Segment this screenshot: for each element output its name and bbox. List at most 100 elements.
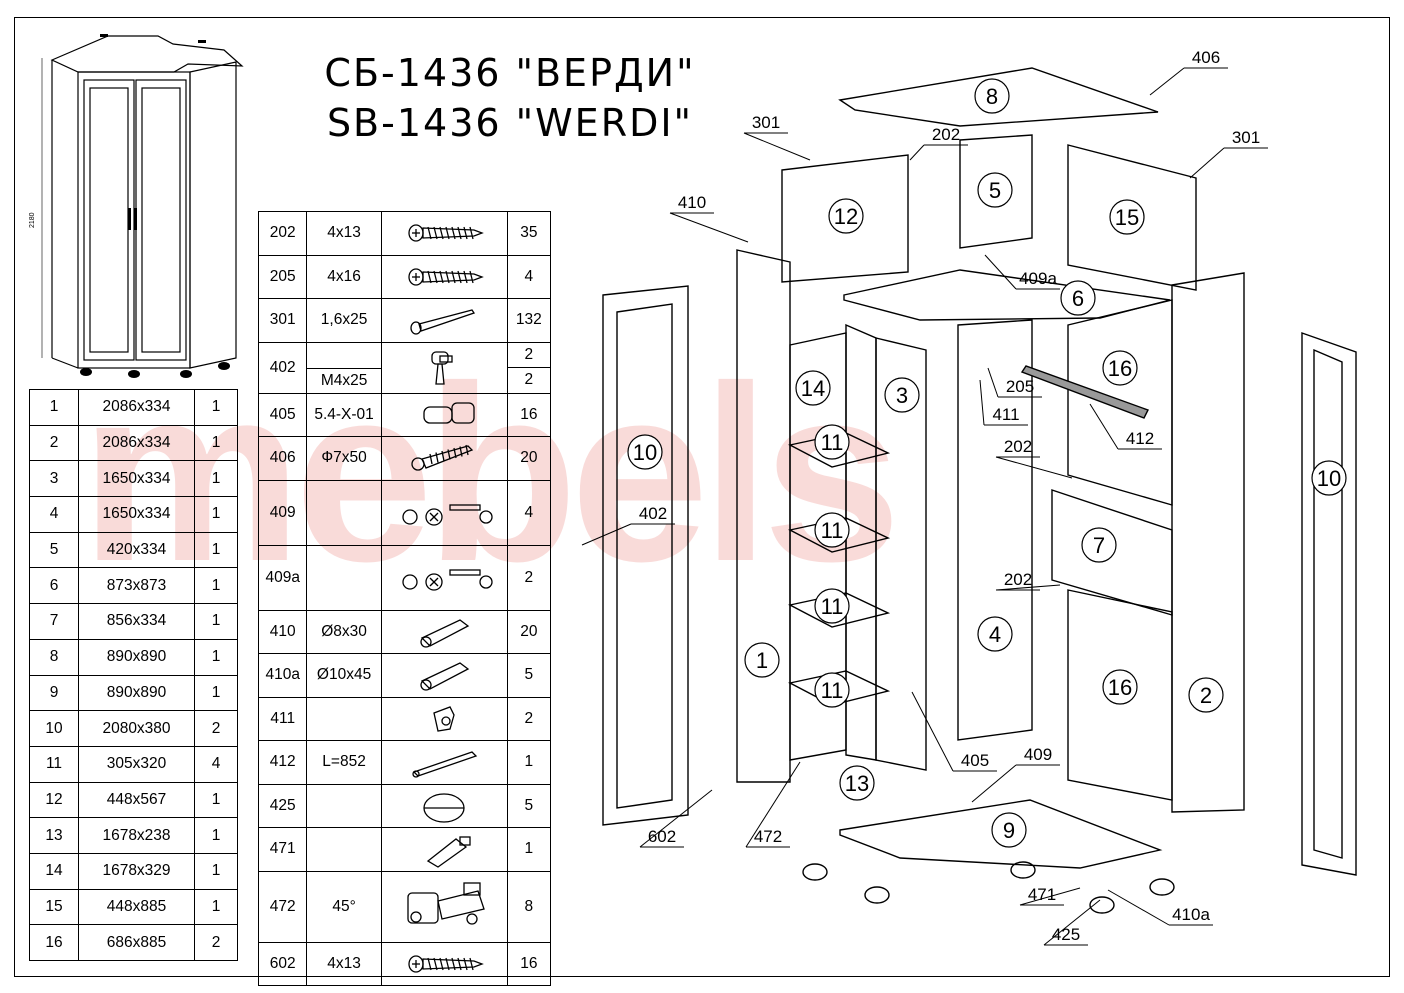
part-size: 2080x380 [78, 710, 195, 747]
screw-icon [408, 268, 485, 286]
hardware-code: 411 [257, 696, 308, 741]
adjustable-foot [1010, 861, 1036, 879]
part-size: 2086x334 [78, 389, 195, 426]
callout-301: 301 [743, 113, 811, 161]
shelf-pin-icon [423, 402, 475, 424]
part-label-text: 11 [821, 430, 844, 455]
hardware-code: 301 [257, 298, 308, 343]
hardware-code: 409 [257, 479, 308, 546]
hardware-quantity: 1 [506, 827, 552, 872]
adjustable-foot [864, 886, 890, 904]
callout-text: 205 [1006, 377, 1034, 396]
part-quantity: 1 [194, 888, 238, 926]
part-label-11: 11 [814, 512, 850, 548]
callout-301: 301 [1189, 128, 1268, 179]
part-size: 1650x334 [78, 460, 195, 498]
part-label-text: 16 [1108, 675, 1132, 700]
hinge-icon [407, 881, 486, 925]
part-label-1: 1 [744, 642, 780, 678]
callout-text: 412 [1126, 429, 1154, 448]
adjustable-foot [1149, 878, 1175, 896]
part-number: 8 [29, 638, 79, 676]
part-label-2: 2 [1188, 677, 1224, 713]
part-quantity: 1 [194, 424, 238, 462]
part-number: 12 [29, 781, 79, 819]
part-number: 1 [29, 389, 79, 426]
dowel-icon [420, 662, 470, 691]
hardware-spec: Ø10x45 [306, 653, 382, 698]
part-label-text: 4 [989, 622, 1001, 647]
callout-412: 412 [1089, 403, 1162, 450]
part-quantity: 1 [194, 852, 238, 890]
callout-text: 409a [1019, 269, 1057, 288]
hardware-picture [380, 870, 508, 943]
part-label-text: 11 [821, 518, 844, 543]
hardware-quantity: 5 [506, 653, 552, 698]
part-number: 7 [29, 603, 79, 640]
hardware-code: 471 [257, 827, 308, 872]
hardware-picture [380, 211, 508, 256]
hardware-picture [380, 696, 508, 741]
part-number: 14 [29, 852, 79, 890]
preview-height-label: 2180 [29, 212, 36, 228]
part-size: 420x334 [78, 531, 195, 569]
callout-text: 301 [752, 113, 780, 132]
part-number: 5 [29, 531, 79, 569]
bottom-panel-9 [839, 799, 1163, 869]
hardware-quantity: 4 [506, 254, 552, 299]
hardware-picture [380, 653, 508, 698]
callout-411: 411 [979, 379, 1028, 426]
part-number: 13 [29, 817, 79, 854]
clothes-rod-412 [1020, 365, 1149, 419]
part-size: 856x334 [78, 603, 195, 640]
part-size: 2086x334 [78, 424, 195, 462]
side-panel-1 [736, 249, 791, 783]
confirmat-icon [411, 445, 474, 471]
hardware-quantity: 132 [506, 298, 552, 343]
callout-text: 471 [1028, 885, 1056, 904]
part-label-13: 13 [839, 765, 875, 801]
hardware-picture [380, 827, 508, 872]
callout-402: 402 [581, 504, 675, 546]
hardware-picture [380, 341, 508, 394]
callout-text: 406 [1192, 48, 1220, 67]
callout-text: 409 [1024, 745, 1052, 764]
hardware-picture [380, 392, 508, 437]
hardware-spec: Ф7x50 [306, 436, 382, 481]
part-quantity: 1 [194, 496, 238, 533]
hardware-spec: L=852 [306, 740, 382, 785]
glue-tube-icon [427, 836, 471, 869]
part-label-text: 10 [1317, 466, 1341, 491]
part-quantity: 2 [194, 710, 238, 747]
hardware-picture [380, 254, 508, 299]
hardware-spec: 5.4-X-01 [306, 392, 382, 437]
part-quantity: 1 [194, 817, 238, 854]
hardware-spec: 4x16 [306, 254, 382, 299]
part-label-text: 3 [896, 383, 908, 408]
part-label-text: 10 [633, 440, 657, 465]
part-number: 11 [29, 745, 79, 783]
door-10-left [602, 285, 689, 826]
cam-lock-icon [402, 568, 493, 591]
hardware-quantity: 5 [506, 783, 552, 828]
part-label-10: 10 [1311, 460, 1347, 496]
hardware-spec: Ø8x30 [306, 609, 382, 654]
part-size: 305x320 [78, 745, 195, 783]
hardware-code: 409a [257, 544, 308, 611]
title-russian: СБ-1436 "ВЕРДИ" [324, 51, 696, 95]
callout-409: 409 [971, 745, 1060, 803]
hardware-quantity: 20 [506, 436, 552, 481]
hardware-code: 202 [257, 211, 308, 256]
part-label-text: 11 [821, 678, 844, 703]
part-size: 448x885 [78, 888, 195, 926]
part-label-16: 16 [1102, 669, 1138, 705]
